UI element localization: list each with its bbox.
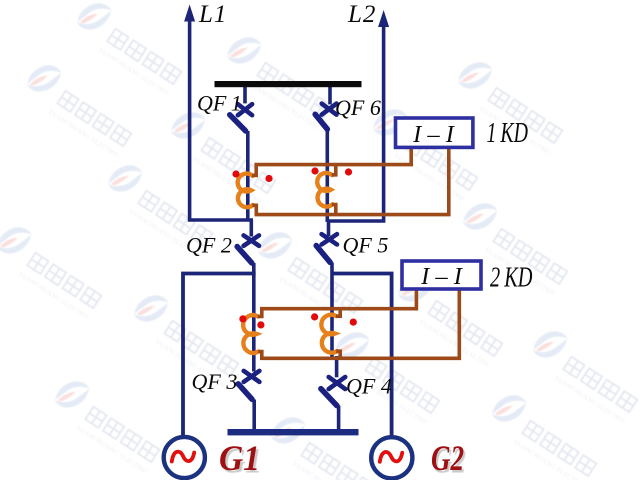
svg-text:G1: G1 [219, 438, 260, 478]
svg-text:QF 4: QF 4 [346, 374, 392, 399]
svg-text:I – I: I – I [412, 121, 456, 148]
svg-text:2 KD: 2 KD [490, 262, 533, 294]
svg-text:1 KD: 1 KD [487, 117, 529, 149]
svg-text:QF 3: QF 3 [192, 369, 238, 394]
svg-text:G2: G2 [431, 438, 464, 478]
svg-text:QF 2: QF 2 [186, 233, 232, 258]
svg-text:QF 6: QF 6 [335, 95, 381, 120]
svg-text:I – I: I – I [420, 263, 464, 290]
svg-text:QF 5: QF 5 [343, 233, 389, 258]
svg-text:L1: L1 [198, 1, 227, 28]
svg-text:QF 1: QF 1 [197, 91, 242, 116]
svg-text:L2: L2 [347, 1, 376, 28]
